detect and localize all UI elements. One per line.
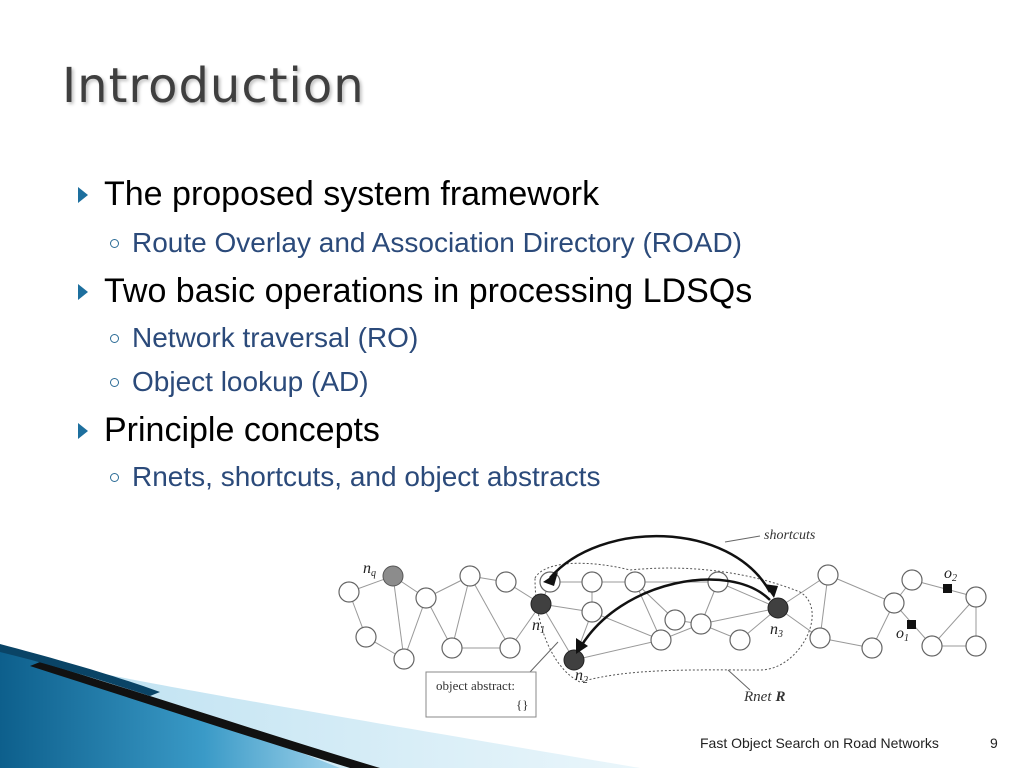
decorative-swoosh bbox=[0, 644, 640, 768]
sub-bullet-ring-icon bbox=[110, 334, 119, 343]
object-label-o2: o2 bbox=[944, 565, 957, 584]
bullet-item: Principle concepts bbox=[104, 411, 380, 449]
network-nodes bbox=[338, 564, 987, 670]
bullet-arrow-icon bbox=[78, 423, 88, 439]
sub-bullet-ring-icon bbox=[110, 239, 119, 248]
node-label-n3: n3 bbox=[770, 621, 783, 640]
node-label-nq: nq bbox=[363, 560, 376, 579]
bullet-item: Two basic operations in processing LDSQs bbox=[104, 272, 753, 310]
shortcut-arrowhead bbox=[543, 572, 558, 586]
object-o2-marker bbox=[943, 584, 952, 593]
rnet-boundary bbox=[534, 562, 813, 683]
object-abstract-value: {} bbox=[516, 697, 528, 712]
border-node-n3 bbox=[767, 597, 789, 619]
shortcuts-pointer bbox=[724, 535, 761, 543]
bullet-arrow-icon bbox=[78, 187, 88, 203]
object-o1-marker bbox=[907, 620, 916, 629]
query-node-nq bbox=[382, 565, 404, 587]
bullet-arrow-icon bbox=[78, 284, 88, 300]
sub-bullet-item: Route Overlay and Association Directory … bbox=[132, 227, 742, 258]
sub-bullet-item: Object lookup (AD) bbox=[132, 366, 369, 397]
bullet-item: The proposed system framework bbox=[104, 175, 600, 213]
object-abstract-box bbox=[425, 671, 537, 718]
shortcuts-label: shortcuts bbox=[764, 528, 816, 543]
node-label-n2: n2 bbox=[575, 667, 588, 686]
sub-bullet-ring-icon bbox=[110, 378, 119, 387]
sub-bullet-ring-icon bbox=[110, 473, 119, 482]
shortcut-arrowhead bbox=[576, 638, 588, 654]
sub-bullet-item: Rnets, shortcuts, and object abstracts bbox=[132, 461, 601, 492]
rnet-pointer bbox=[727, 669, 751, 691]
shortcut-arrowhead bbox=[764, 584, 778, 598]
footer-title: Fast Object Search on Road Networks bbox=[700, 735, 939, 751]
sub-bullet-item: Network traversal (RO) bbox=[132, 322, 419, 353]
slide-title: Introduction bbox=[62, 58, 365, 114]
object-abstract-label: object abstract: bbox=[436, 678, 515, 693]
page-number: 9 bbox=[990, 735, 998, 751]
border-node-n2 bbox=[563, 649, 585, 671]
border-node-n1 bbox=[530, 593, 552, 615]
node-label-n1: n1 bbox=[532, 617, 545, 636]
shortcut-arrows bbox=[549, 534, 772, 649]
object-label-o1: o1 bbox=[896, 625, 909, 644]
abstract-pointer bbox=[529, 641, 559, 673]
